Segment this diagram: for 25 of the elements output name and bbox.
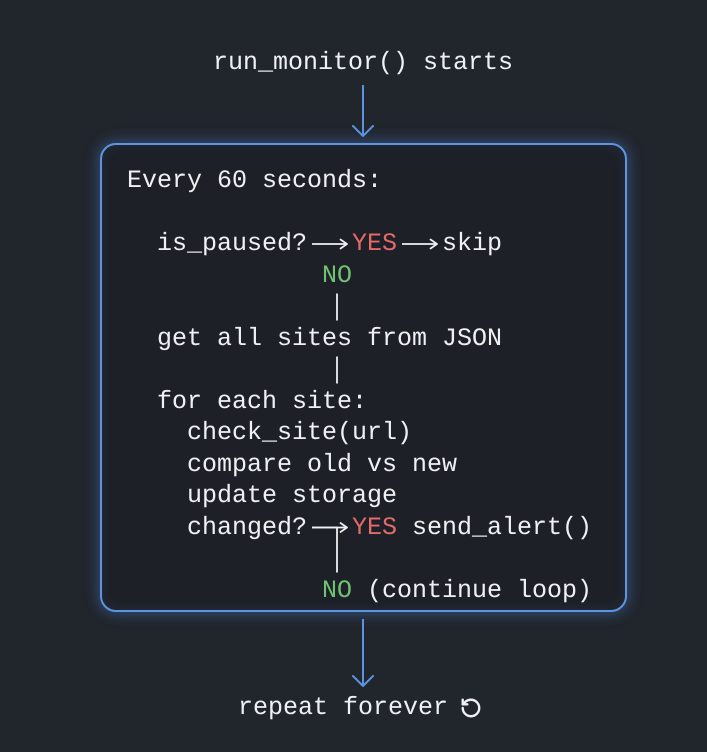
no-label: NO xyxy=(322,576,352,606)
start-text: run_monitor() starts xyxy=(212,48,514,78)
note-text: (continue loop) xyxy=(367,576,592,606)
loop-text: for each site: xyxy=(157,386,368,416)
step-text: skip xyxy=(442,229,502,259)
action-text: send_alert() xyxy=(412,512,592,542)
end-text: repeat forever xyxy=(238,693,448,723)
connector-line xyxy=(336,356,338,384)
frame-heading: Every 60 seconds: xyxy=(127,166,382,196)
arrow xyxy=(352,619,374,687)
arrow xyxy=(352,85,374,137)
connector-line xyxy=(336,294,338,320)
code-line: compare old vs new xyxy=(187,450,458,480)
arrow xyxy=(312,238,348,250)
decision-text: is_paused? xyxy=(157,229,308,259)
yes-label: YES xyxy=(352,512,398,542)
no-label: NO xyxy=(322,260,352,290)
arrow xyxy=(402,238,438,250)
code-line: update storage xyxy=(187,481,398,511)
connector-line xyxy=(312,526,338,572)
step-text: get all sites from JSON xyxy=(157,324,502,354)
yes-label: YES xyxy=(352,229,398,259)
code-line: check_site(url) xyxy=(187,418,412,448)
loop-frame xyxy=(100,143,627,612)
decision-text: changed? xyxy=(187,512,308,542)
